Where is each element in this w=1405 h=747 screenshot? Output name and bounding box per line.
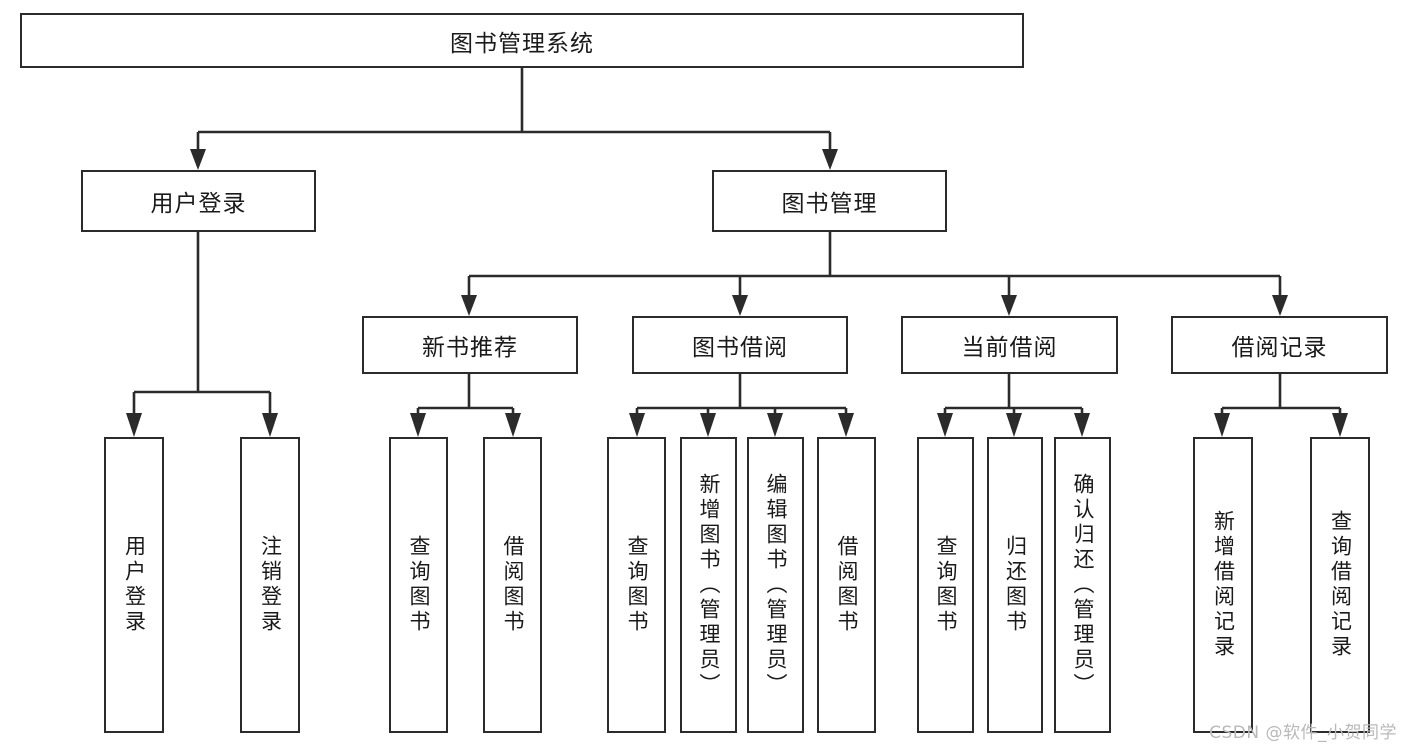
node-leaf-user-login[interactable]: 用户登录	[104, 437, 164, 733]
arrowhead-leaf-query-book-3	[937, 413, 953, 437]
node-leaf-query-book-2[interactable]: 查询图书	[607, 437, 666, 733]
node-user-login[interactable]: 用户登录	[81, 170, 316, 232]
arrowhead-book-borrow	[732, 295, 748, 316]
node-root-label: 图书管理系统	[450, 30, 594, 57]
node-book-borrow[interactable]: 图书借阅	[632, 316, 848, 374]
arrowhead-leaf-borrow-book-1	[505, 413, 521, 437]
node-borrow-record-label: 借阅记录	[1231, 335, 1328, 361]
node-leaf-borrow-book-1[interactable]: 借阅图书	[483, 437, 542, 733]
node-leaf-query-book-3[interactable]: 查询图书	[917, 437, 974, 733]
arrowhead-borrow-record	[1272, 295, 1288, 316]
node-leaf-logout-login-label: 注销登录	[258, 535, 283, 635]
node-current-borrow[interactable]: 当前借阅	[901, 316, 1118, 374]
node-leaf-add-book-label: 新增图书（管理员）	[697, 472, 721, 698]
node-leaf-query-book-1[interactable]: 查询图书	[389, 437, 448, 733]
node-leaf-confirm-return-label: 确认归还（管理员）	[1071, 472, 1095, 698]
node-leaf-query-book-2-label: 查询图书	[625, 535, 649, 635]
node-leaf-borrow-book-2-label: 借阅图书	[835, 535, 859, 635]
node-book-borrow-label: 图书借阅	[692, 335, 788, 361]
watermark: CSDN @软件_小贺同学	[1209, 723, 1397, 743]
node-root[interactable]: 图书管理系统	[20, 13, 1024, 68]
arrowhead-leaf-borrow-book-2	[838, 413, 854, 437]
arrowhead-leaf-query-book-2	[629, 413, 645, 437]
node-borrow-record[interactable]: 借阅记录	[1171, 316, 1388, 374]
node-leaf-query-record-label: 查询借阅记录	[1328, 510, 1353, 660]
arrowhead-leaf-query-record	[1332, 413, 1348, 437]
arrowhead-leaf-confirm-return	[1074, 413, 1090, 437]
node-leaf-query-record[interactable]: 查询借阅记录	[1310, 437, 1370, 733]
node-leaf-query-book-3-label: 查询图书	[934, 535, 958, 635]
node-leaf-return-book[interactable]: 归还图书	[987, 437, 1043, 733]
node-leaf-add-record-label: 新增借阅记录	[1211, 510, 1236, 660]
node-leaf-return-book-label: 归还图书	[1003, 535, 1028, 635]
node-leaf-query-book-1-label: 查询图书	[407, 535, 431, 635]
node-leaf-borrow-book-2[interactable]: 借阅图书	[817, 437, 876, 733]
arrowhead-leaf-add-record	[1214, 413, 1230, 437]
arrowhead-leaf-logout-login	[262, 413, 278, 437]
node-leaf-add-record[interactable]: 新增借阅记录	[1193, 437, 1253, 733]
node-new-book-recommend-label: 新书推荐	[422, 335, 518, 361]
node-leaf-confirm-return[interactable]: 确认归还（管理员）	[1054, 437, 1111, 733]
node-new-book-recommend[interactable]: 新书推荐	[362, 316, 578, 374]
node-book-management[interactable]: 图书管理	[712, 170, 947, 232]
arrowhead-book-management	[822, 149, 838, 170]
arrowhead-leaf-query-book-1	[410, 413, 426, 437]
arrowhead-current-borrow	[1001, 295, 1017, 316]
node-leaf-add-book[interactable]: 新增图书（管理员）	[680, 437, 737, 733]
node-leaf-logout-login[interactable]: 注销登录	[240, 437, 300, 733]
node-current-borrow-label: 当前借阅	[961, 335, 1058, 361]
node-leaf-borrow-book-1-label: 借阅图书	[501, 535, 525, 635]
arrowhead-leaf-return-book	[1006, 413, 1022, 437]
arrowhead-new-book-recommend	[461, 295, 477, 316]
arrowhead-user-login	[190, 149, 206, 170]
node-user-login-label: 用户登录	[150, 191, 247, 217]
arrowhead-leaf-add-book	[700, 413, 716, 437]
node-leaf-edit-book[interactable]: 编辑图书（管理员）	[747, 437, 804, 733]
node-leaf-edit-book-label: 编辑图书（管理员）	[764, 472, 788, 698]
node-book-management-label: 图书管理	[781, 191, 878, 217]
node-leaf-user-login-label: 用户登录	[122, 535, 147, 635]
arrowhead-leaf-edit-book	[767, 413, 783, 437]
arrowhead-leaf-user-login	[126, 413, 142, 437]
